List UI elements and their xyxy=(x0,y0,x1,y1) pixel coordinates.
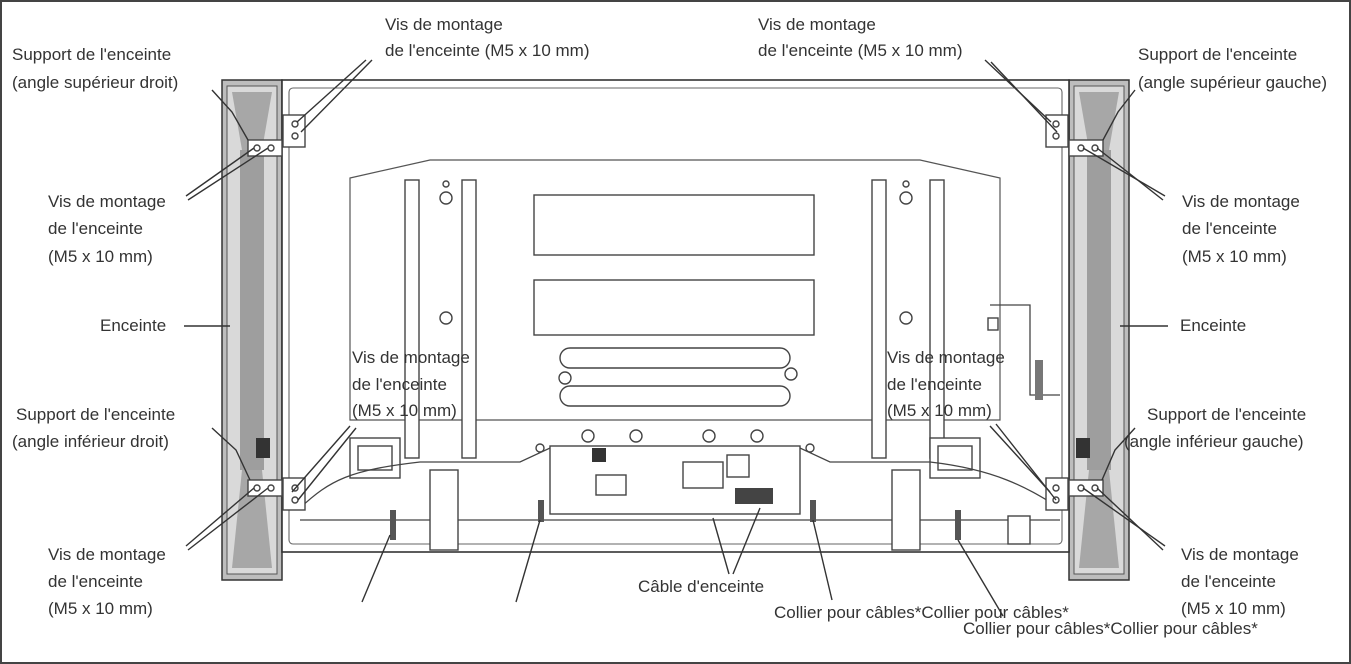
label-speaker-cable: Câble d'enceinte xyxy=(638,577,764,596)
leader-lines xyxy=(184,59,1168,617)
label-bracket-top-left: Support de l'enceinte (angle supérieur g… xyxy=(1138,45,1327,92)
label-screw-mid-right: Vis de montage de l'enceinte (M5 x 10 mm… xyxy=(887,348,1010,420)
label-screw-lower-outer-right: Vis de montage de l'enceinte (M5 x 10 mm… xyxy=(1181,545,1304,618)
labels: Support de l'enceinte (angle supérieur d… xyxy=(12,15,1327,638)
label-screw-top-center-left: Vis de montage de l'enceinte (M5 x 10 mm… xyxy=(385,15,590,60)
label-screw-top-center-right: Vis de montage de l'enceinte (M5 x 10 mm… xyxy=(758,15,963,60)
label-speaker-right: Enceinte xyxy=(1180,316,1246,335)
label-bracket-bottom-left: Support de l'enceinte (angle inférieur g… xyxy=(1124,405,1311,451)
label-speaker-left: Enceinte xyxy=(100,316,166,335)
label-cable-ties-2: Collier pour câbles*Collier pour câbles* xyxy=(963,619,1258,638)
label-screw-lower-outer-left: Vis de montage de l'enceinte (M5 x 10 mm… xyxy=(48,545,171,618)
label-bracket-top-right: Support de l'enceinte (angle supérieur d… xyxy=(12,45,178,92)
label-screw-mid-left: Vis de montage de l'enceinte (M5 x 10 mm… xyxy=(352,348,475,420)
tv-rear-panel xyxy=(247,79,1104,553)
label-bracket-bottom-right: Support de l'enceinte (angle inférieur d… xyxy=(12,405,180,451)
label-screw-upper-outer-left: Vis de montage de l'enceinte (M5 x 10 mm… xyxy=(48,192,171,266)
label-screw-upper-outer-right: Vis de montage de l'enceinte (M5 x 10 mm… xyxy=(1182,192,1305,266)
label-cable-ties-1: Collier pour câbles*Collier pour câbles* xyxy=(774,603,1069,622)
